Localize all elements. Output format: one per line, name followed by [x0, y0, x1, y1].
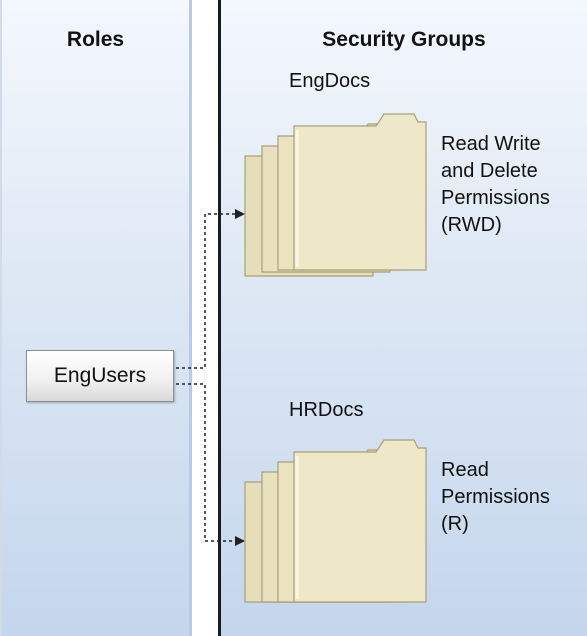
role-node-engusers[interactable]: EngUsers [26, 350, 174, 402]
group-name-hrdocs: HRDocs [289, 399, 364, 421]
permission-line: (R) [441, 513, 469, 535]
group-permissions-engdocs: Read Write and Delete Permissions (RWD) [441, 131, 550, 239]
connector-hrdocs [176, 383, 245, 546]
role-label: EngUsers [53, 364, 147, 387]
connector-engdocs [176, 209, 245, 369]
folder-stack-icon [244, 439, 427, 603]
roles-column-title: Roles [66, 28, 125, 51]
permission-line: Read [441, 459, 489, 481]
permission-line: Permissions [441, 187, 550, 209]
permission-line: and Delete [441, 160, 538, 182]
permission-line: Permissions [441, 486, 550, 508]
group-permissions-hrdocs: Read Permissions (R) [441, 457, 550, 538]
folder-stack-icon [244, 113, 427, 277]
group-name-engdocs: EngDocs [289, 70, 371, 92]
roles-column: Roles [0, 0, 192, 636]
permission-line: (RWD) [441, 214, 502, 236]
security-groups-column-title: Security Groups [322, 28, 486, 51]
permission-line: Read Write [441, 133, 541, 155]
